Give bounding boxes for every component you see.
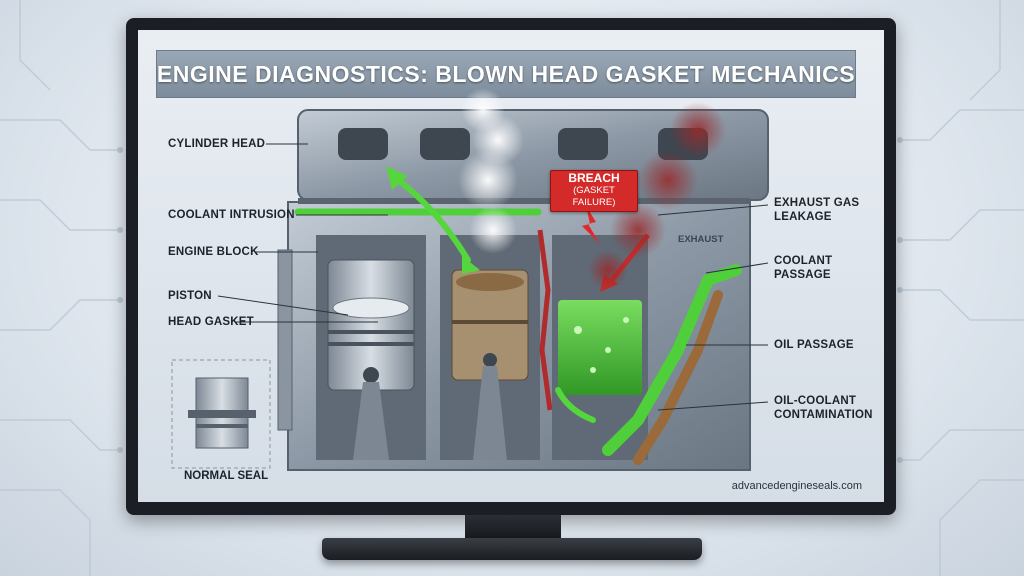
title-banner: ENGINE DIAGNOSTICS: BLOWN HEAD GASKET ME…	[156, 50, 856, 98]
breach-title: BREACH	[568, 171, 620, 185]
monitor-stand-base	[322, 538, 702, 560]
label-normal-seal: NORMAL SEAL	[184, 470, 269, 482]
cylinder-normal	[316, 235, 426, 460]
coolant-passage	[602, 264, 742, 456]
exhaust-smoke	[588, 102, 726, 290]
oil-passage	[633, 290, 723, 465]
label-engine-block: ENGINE BLOCK	[168, 246, 259, 258]
label-piston: PISTON	[168, 290, 212, 302]
engine-cutaway-diagram	[171, 88, 769, 471]
breach-badge: BREACH (GASKET FAILURE)	[550, 170, 638, 212]
normal-seal-inset	[171, 359, 271, 469]
monitor-screen: ENGINE DIAGNOSTICS: BLOWN HEAD GASKET ME…	[138, 30, 884, 502]
monitor-stand-neck	[465, 515, 561, 541]
head-gasket	[298, 198, 750, 204]
label-coolant-intrusion: COOLANT INTRUSION	[168, 209, 295, 221]
label-exhaust-port: EXHAUST	[678, 234, 724, 245]
label-oil-coolant-contamination: OIL-COOLANT CONTAMINATION	[774, 395, 873, 421]
label-oil-passage: OIL PASSAGE	[774, 339, 854, 351]
steam-plume	[458, 88, 524, 254]
cylinder-damaged	[440, 229, 553, 460]
page-title: ENGINE DIAGNOSTICS: BLOWN HEAD GASKET ME…	[156, 60, 856, 87]
website-url: advancedengineseals.com	[731, 480, 862, 492]
callout-lines	[217, 143, 769, 411]
breach-subtitle: (GASKET FAILURE)	[572, 185, 616, 208]
arrow-head-icon	[386, 166, 408, 190]
arrow-head-icon	[462, 256, 480, 274]
label-coolant-passage: COOLANT PASSAGE	[774, 255, 833, 281]
coolant-flow-arrows	[395, 177, 596, 423]
monitor-frame: ENGINE DIAGNOSTICS: BLOWN HEAD GASKET ME…	[126, 18, 896, 515]
label-exhaust-gas-leakage: EXHAUST GAS LEAKAGE	[774, 197, 860, 223]
label-cylinder-head: CYLINDER HEAD	[168, 138, 266, 150]
label-head-gasket: HEAD GASKET	[168, 316, 254, 328]
